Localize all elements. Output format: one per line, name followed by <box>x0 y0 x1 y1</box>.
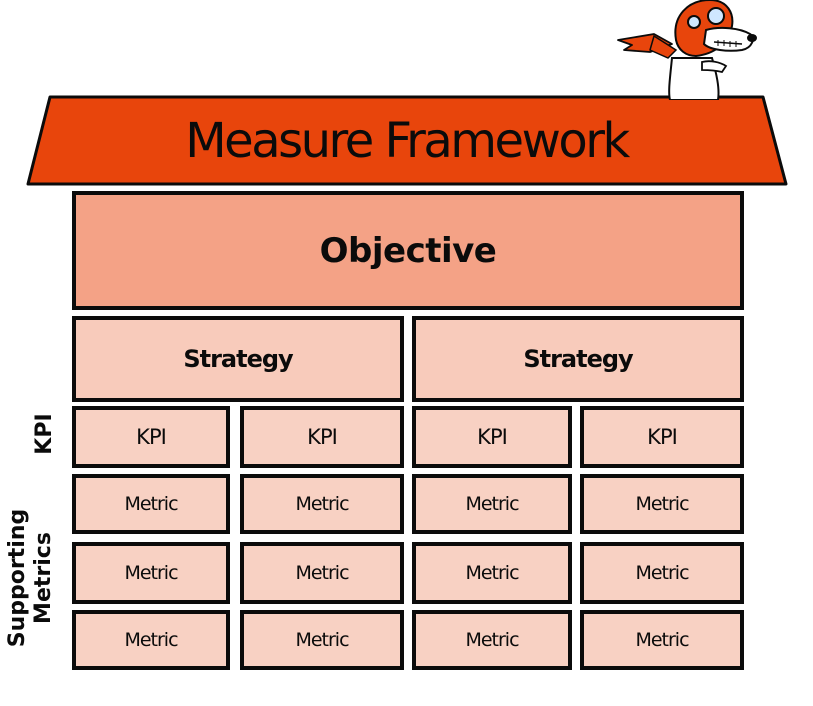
kpi-box-2: KPI <box>240 406 404 468</box>
metric-box-r1-c2: Metric <box>240 474 404 534</box>
metric-box-r3-c3: Metric <box>412 610 572 670</box>
metric-box-r1-c4: Metric <box>580 474 744 534</box>
supporting-label-line1: Supporting <box>5 508 30 648</box>
metric-box-r2-c4: Metric <box>580 542 744 604</box>
kpi-side-label: KPI <box>32 413 57 455</box>
kpi-box-4: KPI <box>580 406 744 468</box>
objective-box: Objective <box>72 191 744 310</box>
strategy-box-2: Strategy <box>412 316 744 402</box>
supporting-metrics-side-label: Supporting Metrics <box>5 503 65 653</box>
metric-box-r1-c1: Metric <box>72 474 230 534</box>
metric-box-r1-c3: Metric <box>412 474 572 534</box>
kpi-box-1: KPI <box>72 406 230 468</box>
kpi-box-3: KPI <box>412 406 572 468</box>
flying-ace-mascot-icon <box>617 0 757 100</box>
metric-box-r3-c4: Metric <box>580 610 744 670</box>
metric-box-r3-c2: Metric <box>240 610 404 670</box>
framework-title: Measure Framework <box>185 113 630 169</box>
metric-box-r2-c3: Metric <box>412 542 572 604</box>
metric-box-r2-c1: Metric <box>72 542 230 604</box>
roof-banner <box>26 95 788 186</box>
metric-box-r2-c2: Metric <box>240 542 404 604</box>
metric-box-r3-c1: Metric <box>72 610 230 670</box>
strategy-box-1: Strategy <box>72 316 404 402</box>
supporting-label-line2: Metrics <box>31 532 56 624</box>
